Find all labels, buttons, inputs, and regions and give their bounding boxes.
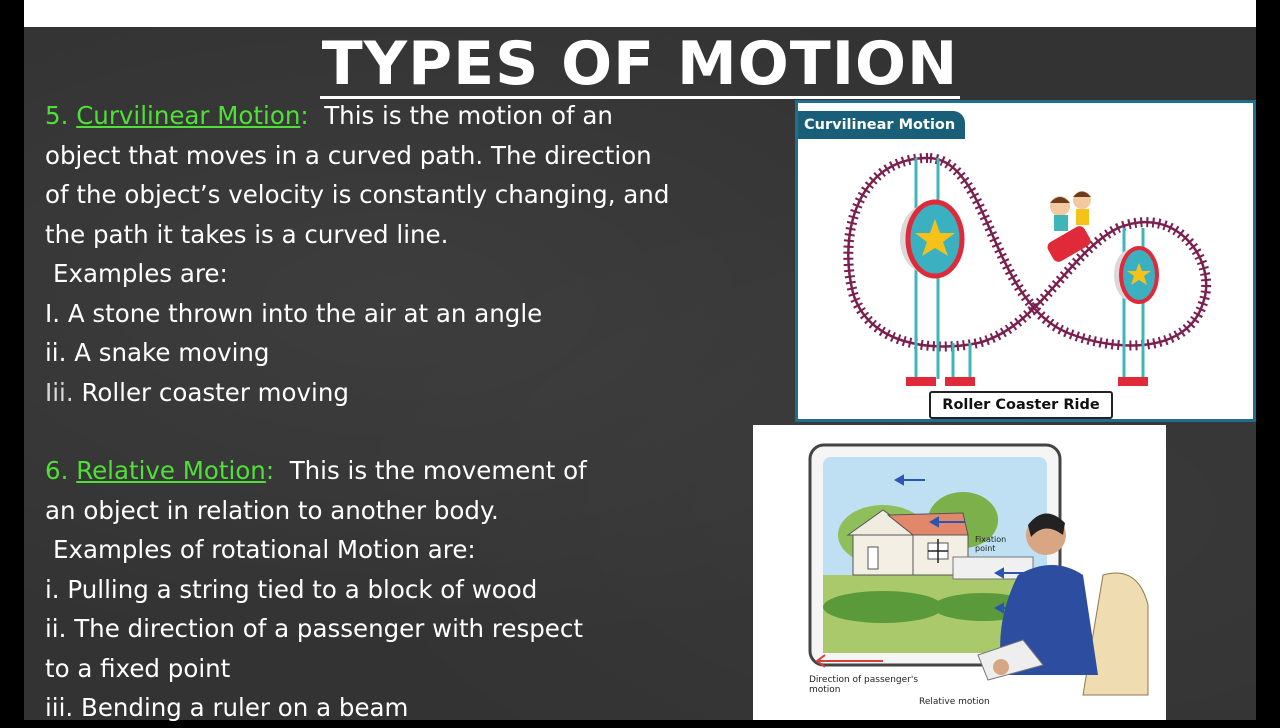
example-text: to a fixed point [45,653,231,683]
track-line [847,156,1208,348]
fixation-point-label: Fixation point [975,535,1007,553]
example-marker: I. [45,298,61,328]
example-item: I. A stone thrown into the air at an ang… [45,294,669,334]
definition-line: of the object’s velocity is constantly c… [45,180,670,209]
definition-line: an object in relation to another body. [45,495,499,525]
heading-colon: : [265,456,275,485]
example-text: A stone thrown into the air at an angle [67,298,543,328]
example-item: ii. The direction of a passenger with re… [45,609,587,649]
illustration-caption: Roller Coaster Ride [929,391,1113,419]
section-relative: 6. Relative Motion: This is the movement… [45,451,587,728]
house [846,509,969,576]
example-item: ii. A snake moving [45,333,669,373]
roller-coaster-illustration: Curvilinear Motion [795,100,1256,422]
example-marker: iii. [45,693,74,722]
section-curvilinear: 5. Curvilinear Motion: This is the motio… [45,96,669,412]
page-title: TYPES OF MOTION [319,29,961,99]
track-rails [843,152,1212,352]
star-icon [1127,263,1151,285]
cart-with-kids [1047,191,1091,262]
definition-line: object that moves in a curved path. The … [45,140,652,170]
relative-motion-drawing [808,443,1149,696]
example-item: Iii. Roller coaster moving [45,373,669,413]
definition-line: This is the motion of an [324,101,613,130]
section-curvilinear-intro: 5. Curvilinear Motion: This is the motio… [45,96,669,136]
examples-label: Examples are: [53,259,228,288]
relative-motion-caption: Relative motion [919,697,990,707]
example-text: Pulling a string tied to a block of wood [67,574,538,604]
track-bases [906,377,1148,386]
section-number: 5. [45,101,69,130]
roller-coaster-drawing [843,152,1212,386]
passenger [977,513,1149,696]
definition-line: the path it takes is a curved line. [45,219,449,249]
heading-colon: : [300,101,309,130]
top-bar [24,0,1256,27]
relative-motion-illustration: Direction of passenger's motion Relative… [753,425,1166,720]
example-marker: Iii. [45,377,74,407]
section-relative-intro: 6. Relative Motion: This is the movement… [45,451,587,491]
direction-label: Direction of passenger's motion [809,675,919,695]
example-marker: ii. [45,338,67,367]
example-marker: i. [45,574,60,604]
example-item: i. Pulling a string tied to a block of w… [45,570,587,610]
example-text: Bending a ruler on a beam [81,693,409,722]
section-heading: Curvilinear Motion [76,101,301,130]
example-text: Roller coaster moving [81,377,349,407]
direction-arrow-icon [815,654,883,668]
example-item: to a fixed point [45,649,587,689]
example-text: A snake moving [74,338,270,367]
section-number: 6. [45,456,69,485]
star-icon [915,219,955,256]
example-marker: ii. [45,614,67,643]
illustration-tag: Curvilinear Motion [798,111,966,139]
example-text: The direction of a passenger with respec… [74,614,583,643]
chalkboard-slide: TYPES OF MOTION 5. Curvilinear Motion: T… [24,27,1256,722]
definition-line: This is the movement of [289,456,587,485]
examples-label: Examples of rotational Motion are: [53,535,476,564]
example-item: iii. Bending a ruler on a beam [45,688,587,728]
section-heading: Relative Motion [76,456,266,485]
